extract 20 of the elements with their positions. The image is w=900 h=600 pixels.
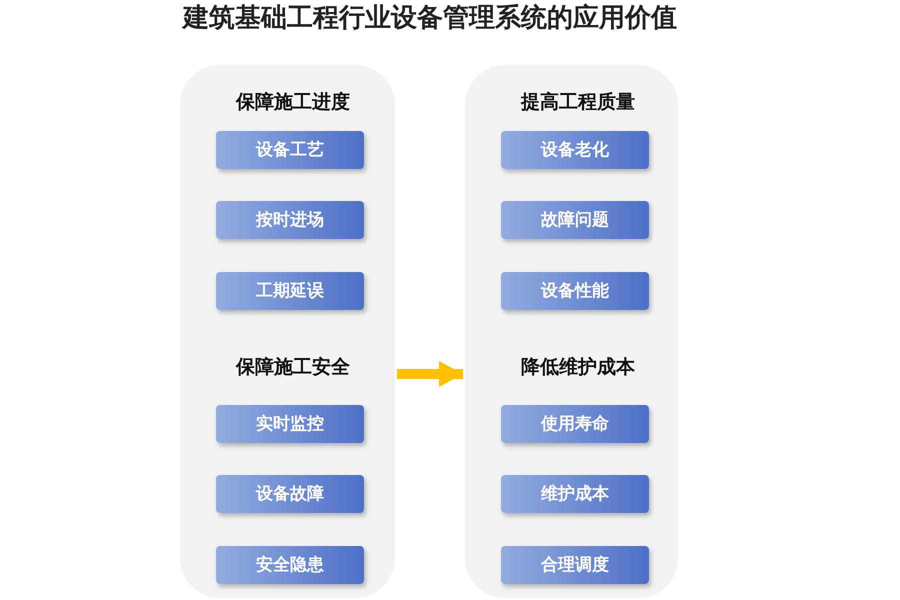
section-heading: 保障施工安全 bbox=[234, 355, 351, 379]
item-button: 使用寿命 bbox=[501, 405, 649, 443]
item-button: 维护成本 bbox=[501, 475, 649, 513]
item-button: 安全隐患 bbox=[216, 546, 364, 584]
item-button: 故障问题 bbox=[501, 201, 649, 239]
panel-background bbox=[465, 65, 678, 598]
panel-background bbox=[180, 65, 395, 598]
item-button: 实时监控 bbox=[216, 405, 364, 443]
section-heading: 降低维护成本 bbox=[520, 355, 636, 379]
title: 建筑基础工程行业设备管理系统的应用价值 bbox=[180, 2, 678, 35]
item-button: 设备老化 bbox=[501, 131, 649, 169]
item-button: 按时进场 bbox=[216, 201, 364, 239]
item-button: 设备故障 bbox=[216, 475, 364, 513]
arrow bbox=[397, 361, 463, 387]
item-button: 工期延误 bbox=[216, 272, 364, 310]
item-button: 设备工艺 bbox=[216, 131, 364, 169]
section-heading: 提高工程质量 bbox=[520, 90, 636, 114]
section-heading: 保障施工进度 bbox=[234, 90, 351, 114]
item-button: 设备性能 bbox=[501, 272, 649, 310]
item-button: 合理调度 bbox=[501, 546, 649, 584]
